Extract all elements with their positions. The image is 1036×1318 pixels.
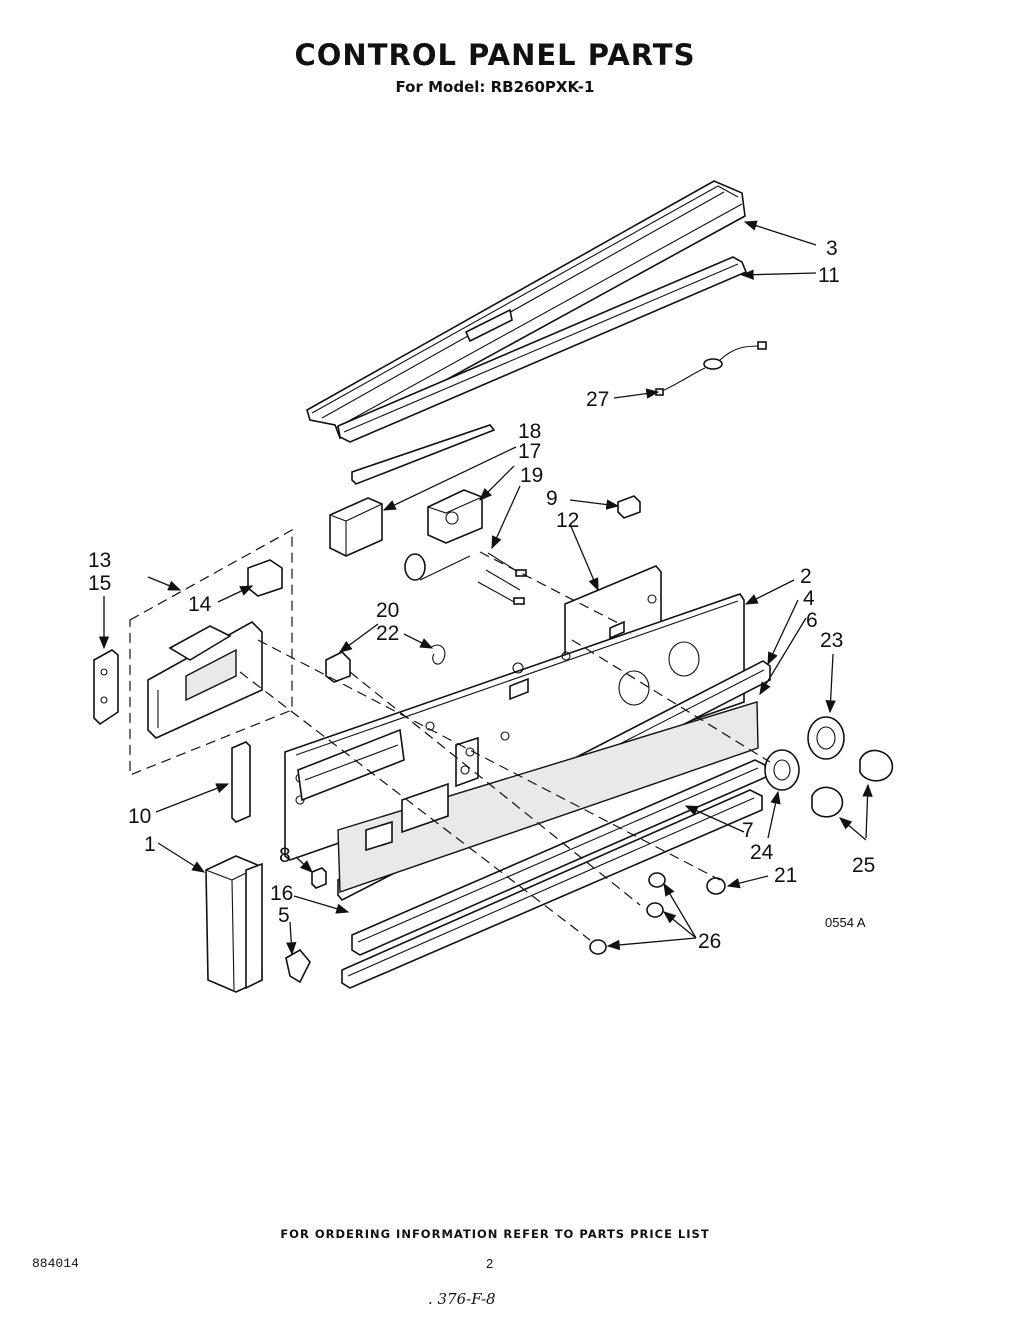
- label-part-9: 9: [546, 487, 558, 510]
- handwritten-note: . 376-F-8: [428, 1290, 496, 1308]
- alignment-lines: [239, 551, 771, 941]
- part-27-wire: [655, 341, 767, 396]
- part-1-end-cap: [205, 855, 263, 993]
- part-24-bezel: [764, 749, 800, 791]
- label-part-26: 26: [698, 930, 721, 953]
- label-part-18: 18: [518, 420, 541, 443]
- label-part-21: 21: [774, 864, 797, 887]
- figure-code: 0554 A: [825, 915, 866, 930]
- document-code: 884014: [32, 1256, 79, 1271]
- part-25-knobs: [811, 749, 894, 818]
- leader-lines: [98, 220, 873, 956]
- label-part-24: 24: [750, 841, 774, 864]
- switch-block-left: [329, 489, 483, 557]
- part-26-buttons: [589, 872, 666, 955]
- label-part-16: 16: [270, 882, 293, 905]
- label-part-27: 27: [586, 388, 609, 411]
- label-part-12: 12: [556, 509, 579, 532]
- part-5-cap: [285, 948, 311, 984]
- label-part-6: 6: [806, 609, 818, 632]
- front-display-panel: [337, 701, 759, 893]
- page-number: 2: [486, 1256, 494, 1271]
- label-part-1: 1: [144, 833, 156, 856]
- model-subtitle: For Model: RB260PXK-1: [395, 78, 595, 96]
- label-part-2: 2: [800, 565, 812, 588]
- part-16-bottom-rail: [341, 789, 763, 989]
- page-title: CONTROL PANEL PARTS: [294, 38, 696, 72]
- label-part-13: 13: [88, 549, 111, 572]
- ordering-note: FOR ORDERING INFORMATION REFER TO PARTS …: [280, 1227, 710, 1241]
- label-part-10: 10: [128, 805, 151, 828]
- part-21-button: [706, 877, 726, 895]
- label-part-15: 15: [88, 572, 111, 595]
- part-15-bracket: [93, 649, 119, 726]
- label-part-3: 3: [826, 237, 838, 260]
- label-part-14: 14: [188, 593, 212, 616]
- part-14-clip: [247, 559, 283, 597]
- part-19-wires: [404, 552, 527, 605]
- label-part-19: 19: [520, 464, 543, 487]
- label-part-23: 23: [820, 629, 843, 652]
- label-part-20: 20: [376, 599, 399, 622]
- part-20-clip: [325, 644, 446, 683]
- label-part-4: 4: [803, 587, 815, 610]
- label-part-17: 17: [518, 440, 541, 463]
- label-part-25: 25: [852, 854, 875, 877]
- label-part-11: 11: [818, 264, 840, 287]
- label-part-22: 22: [376, 622, 399, 645]
- label-part-5: 5: [278, 904, 290, 927]
- label-part-7: 7: [742, 819, 754, 842]
- part-8-block: [311, 867, 327, 889]
- part-number-labels: 1 2 3 4 5 6 7 8 9 10 11 12 13 14 15 16 1…: [88, 237, 875, 953]
- part-13-clock-module: [129, 528, 293, 776]
- part-2-backing-panel: [284, 593, 745, 861]
- part-9-connector: [617, 495, 641, 519]
- part-18-strip: [351, 424, 496, 485]
- part-10-bracket: [231, 741, 251, 823]
- label-part-8: 8: [279, 844, 291, 867]
- part-3-top-trim: [306, 180, 746, 440]
- part-23-bezel: [807, 716, 845, 760]
